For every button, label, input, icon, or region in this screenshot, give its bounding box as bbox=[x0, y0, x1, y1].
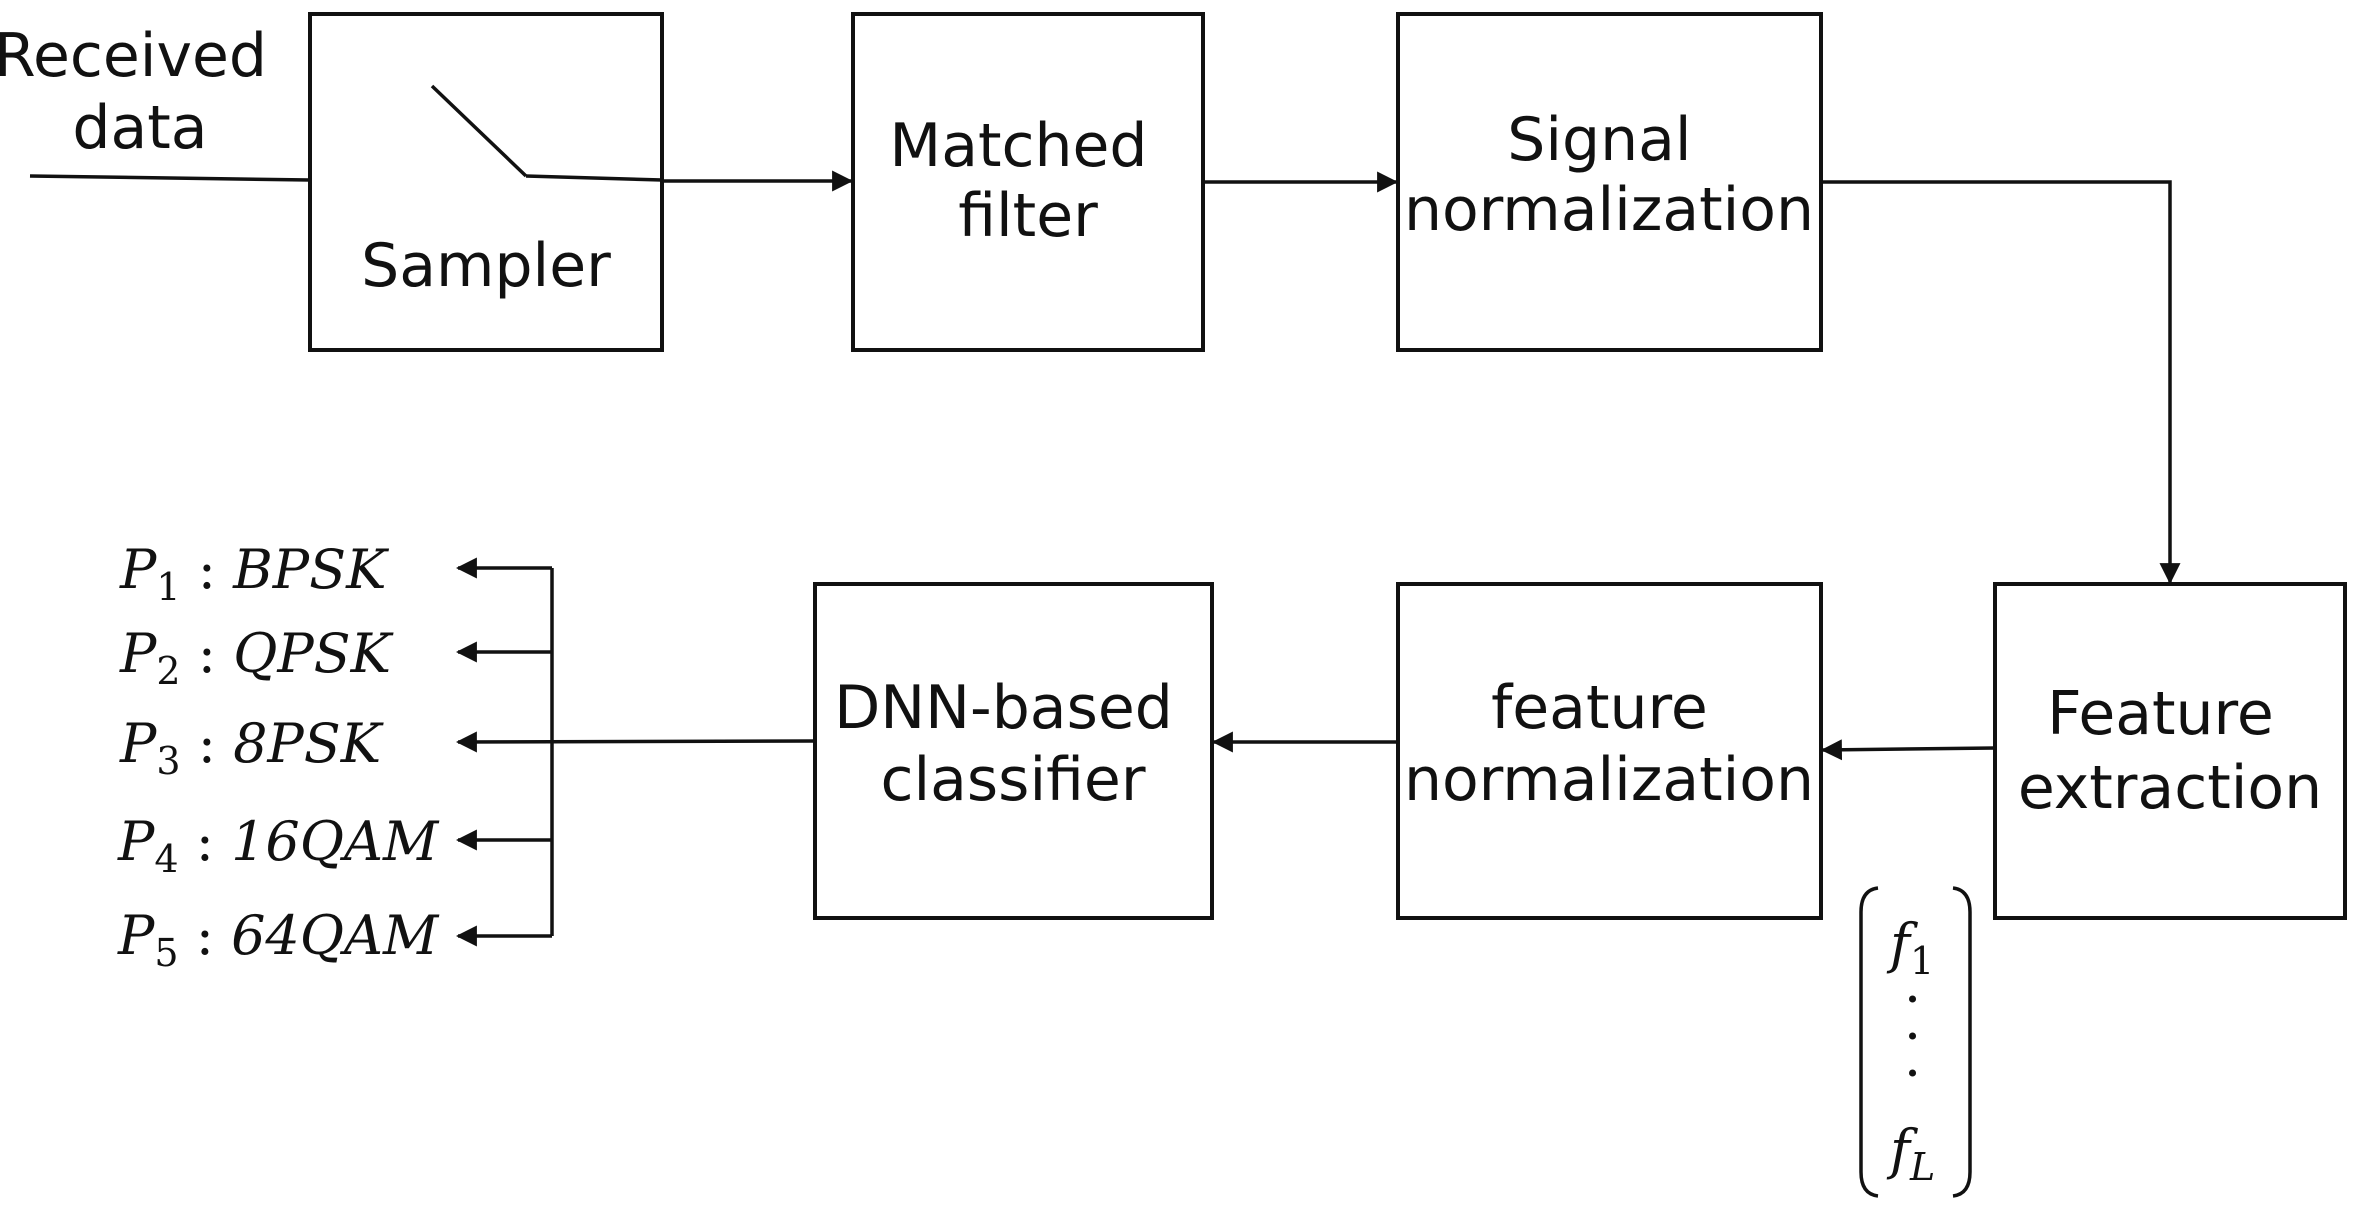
signal-normalization-block bbox=[1396, 12, 1823, 352]
sampler-label: Sampler bbox=[361, 231, 611, 301]
feature-normalization-label: feature normalization bbox=[1404, 673, 1814, 815]
sampler-block bbox=[308, 12, 664, 352]
signal-normalization-label: Signal normalization bbox=[1404, 105, 1814, 245]
feature-vector-right-bracket bbox=[1952, 886, 1972, 1198]
output-class-3: P3 : 8PSK bbox=[119, 712, 384, 783]
feature-vector-left-bracket bbox=[1859, 886, 1879, 1198]
feature-extraction-block bbox=[1993, 582, 2347, 920]
signal-normalization-to-feature-extraction-arrow bbox=[1821, 180, 2181, 585]
dnn-classifier-block bbox=[813, 582, 1214, 920]
feature-vector-last: fL bbox=[1886, 1118, 1935, 1189]
output-class-2: P2 : QPSK bbox=[119, 622, 394, 693]
output-class-4: P4 : 16QAM bbox=[117, 810, 440, 881]
output-class-1: P1 : BPSK bbox=[119, 538, 389, 609]
feature-vector-dot-3: · bbox=[1904, 1042, 1921, 1105]
dnn-classifier-label: DNN-based classifier bbox=[834, 673, 1192, 815]
matched-filter-label: Matched filter bbox=[889, 111, 1166, 251]
dnn-to-output-bus bbox=[455, 731, 816, 753]
feature-vector-dot-2: · bbox=[1904, 1005, 1921, 1068]
output-class-5: P5 : 64QAM bbox=[117, 904, 440, 975]
feature-extraction-to-feature-normalization-arrow bbox=[1820, 739, 1996, 761]
sampler-switch-out bbox=[525, 174, 663, 182]
input-wire bbox=[29, 174, 311, 182]
sampler-switch-arm bbox=[430, 84, 528, 178]
feature-normalization-block bbox=[1396, 582, 1823, 920]
matched-filter-block bbox=[851, 12, 1205, 352]
feature-vector-dot-1: · bbox=[1904, 968, 1921, 1031]
feature-extraction-label: Feature extraction bbox=[2018, 679, 2322, 823]
input-label: Received data bbox=[0, 21, 286, 163]
